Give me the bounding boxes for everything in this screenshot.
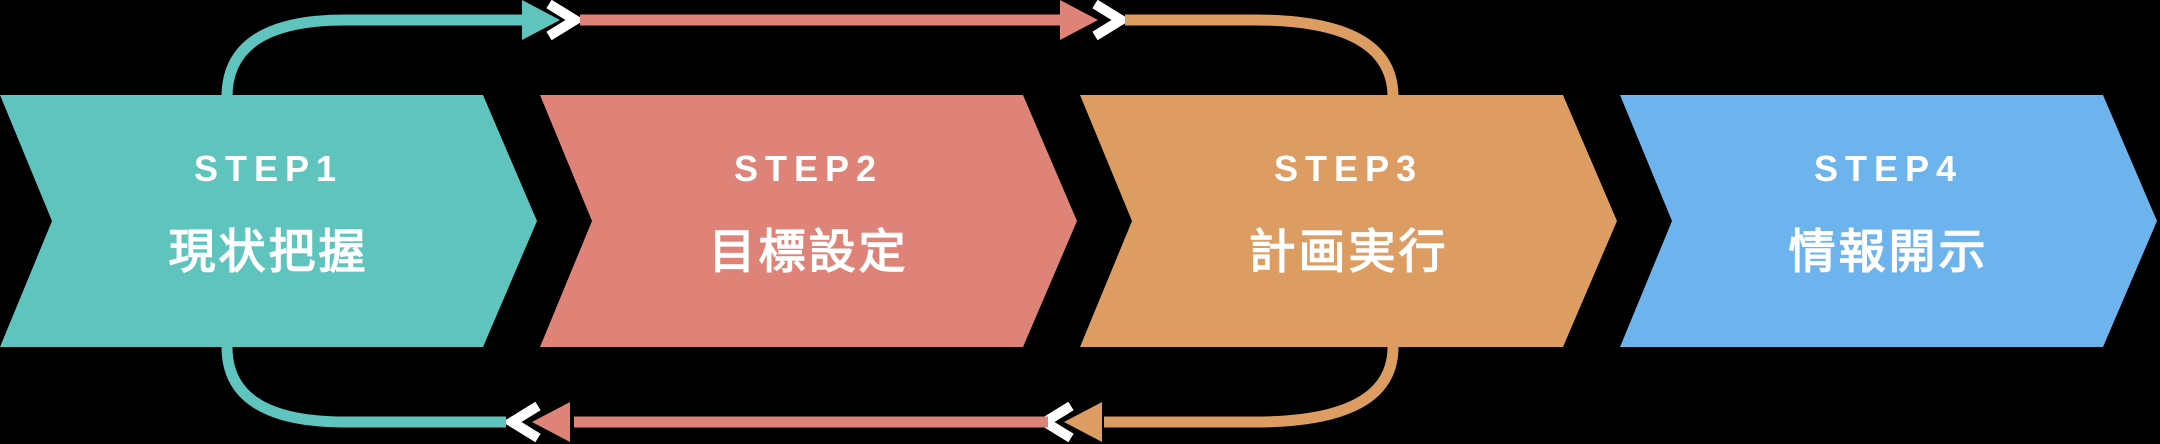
bottom-arrow-orange-curve [1104,346,1399,428]
step4-label: STEP4 [1813,148,1964,189]
step2-label: STEP2 [733,148,884,189]
bottom-arrow-orange-arrowhead-icon [1064,402,1102,442]
step4-chevron: STEP4 情報開示 [1620,95,2157,347]
step4-title: 情報開示 [1788,225,1989,278]
top-arrow-teal-curve [221,14,524,98]
step1-chevron: STEP1 現状把握 [0,95,537,347]
step1-label: STEP1 [193,148,344,189]
bottom-arrow-salmon-arrowhead-icon [532,402,570,442]
step3-title: 計画実行 [1248,225,1449,278]
step2-chevron: STEP2 目標設定 [540,95,1077,347]
top-arrow-teal-arrowhead-icon [522,0,560,40]
step3-chevron: STEP3 計画実行 [1080,95,1617,347]
bottom-arrow-white-chevron-icon-2 [502,401,541,443]
step1-title: 現状把握 [168,225,369,278]
bottom-arrow-teal-curve [221,346,506,428]
top-arrow-orange-curve [1125,14,1399,98]
top-arrow-white-chevron-icon-1 [546,0,585,41]
step3-label: STEP3 [1273,148,1424,189]
top-arrow-white-chevron-icon-2 [1092,0,1131,41]
top-arrow-salmon-arrowhead-icon [1060,0,1098,40]
step2-title: 目標設定 [708,225,909,278]
